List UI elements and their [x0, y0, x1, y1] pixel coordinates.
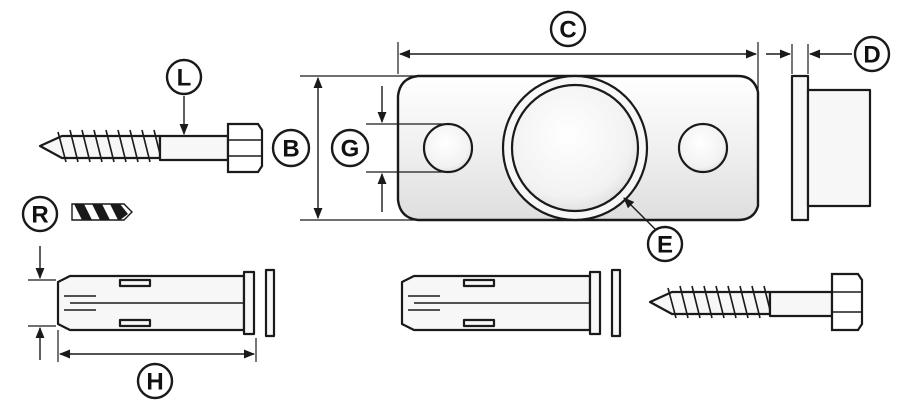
dimension-b	[300, 75, 416, 221]
bottom-screw	[648, 272, 864, 332]
label-g-bubble: G	[330, 128, 370, 168]
label-d-bubble: D	[853, 35, 891, 73]
right-plug-washer	[610, 268, 622, 338]
label-l: L	[177, 65, 192, 92]
right-slot-hole	[677, 122, 729, 174]
label-c: C	[559, 17, 576, 44]
dimension-h	[57, 330, 257, 362]
label-h-bubble: H	[136, 362, 174, 400]
label-l-bubble: L	[165, 58, 203, 96]
label-e-bubble: E	[646, 225, 684, 263]
side-flange	[790, 74, 810, 222]
label-b-bubble: B	[271, 128, 311, 168]
left-plug-collar	[242, 270, 256, 336]
label-h: H	[146, 369, 163, 396]
mounting-plate	[396, 74, 760, 222]
left-wall-plug	[56, 268, 276, 338]
plate-side-view	[790, 74, 872, 222]
left-slot-hole	[422, 122, 474, 174]
top-screw	[38, 122, 264, 174]
center-bore	[510, 83, 640, 213]
dimension-e-leader	[623, 197, 659, 233]
left-plug-rib-bottom	[118, 318, 152, 328]
label-g: G	[341, 136, 360, 163]
dimension-g	[366, 86, 450, 212]
label-e: E	[657, 232, 673, 259]
label-d: D	[863, 42, 880, 69]
right-plug-collar	[588, 270, 602, 336]
top-screw-hex-head	[226, 122, 264, 174]
label-c-bubble: C	[549, 10, 587, 48]
label-b: B	[282, 136, 299, 163]
dimension-c	[397, 42, 759, 100]
top-screw-smooth-shank	[158, 134, 230, 162]
dimension-r	[28, 246, 56, 360]
left-plug-washer	[264, 268, 276, 338]
label-r-bubble: R	[21, 195, 59, 233]
drill-bit-icon	[71, 203, 133, 221]
right-wall-plug	[400, 268, 622, 338]
bottom-screw-hex-head	[830, 272, 864, 332]
dimension-d	[766, 44, 852, 74]
label-r: R	[31, 202, 48, 229]
left-plug-rib-top	[118, 278, 152, 288]
side-boss	[806, 88, 872, 208]
